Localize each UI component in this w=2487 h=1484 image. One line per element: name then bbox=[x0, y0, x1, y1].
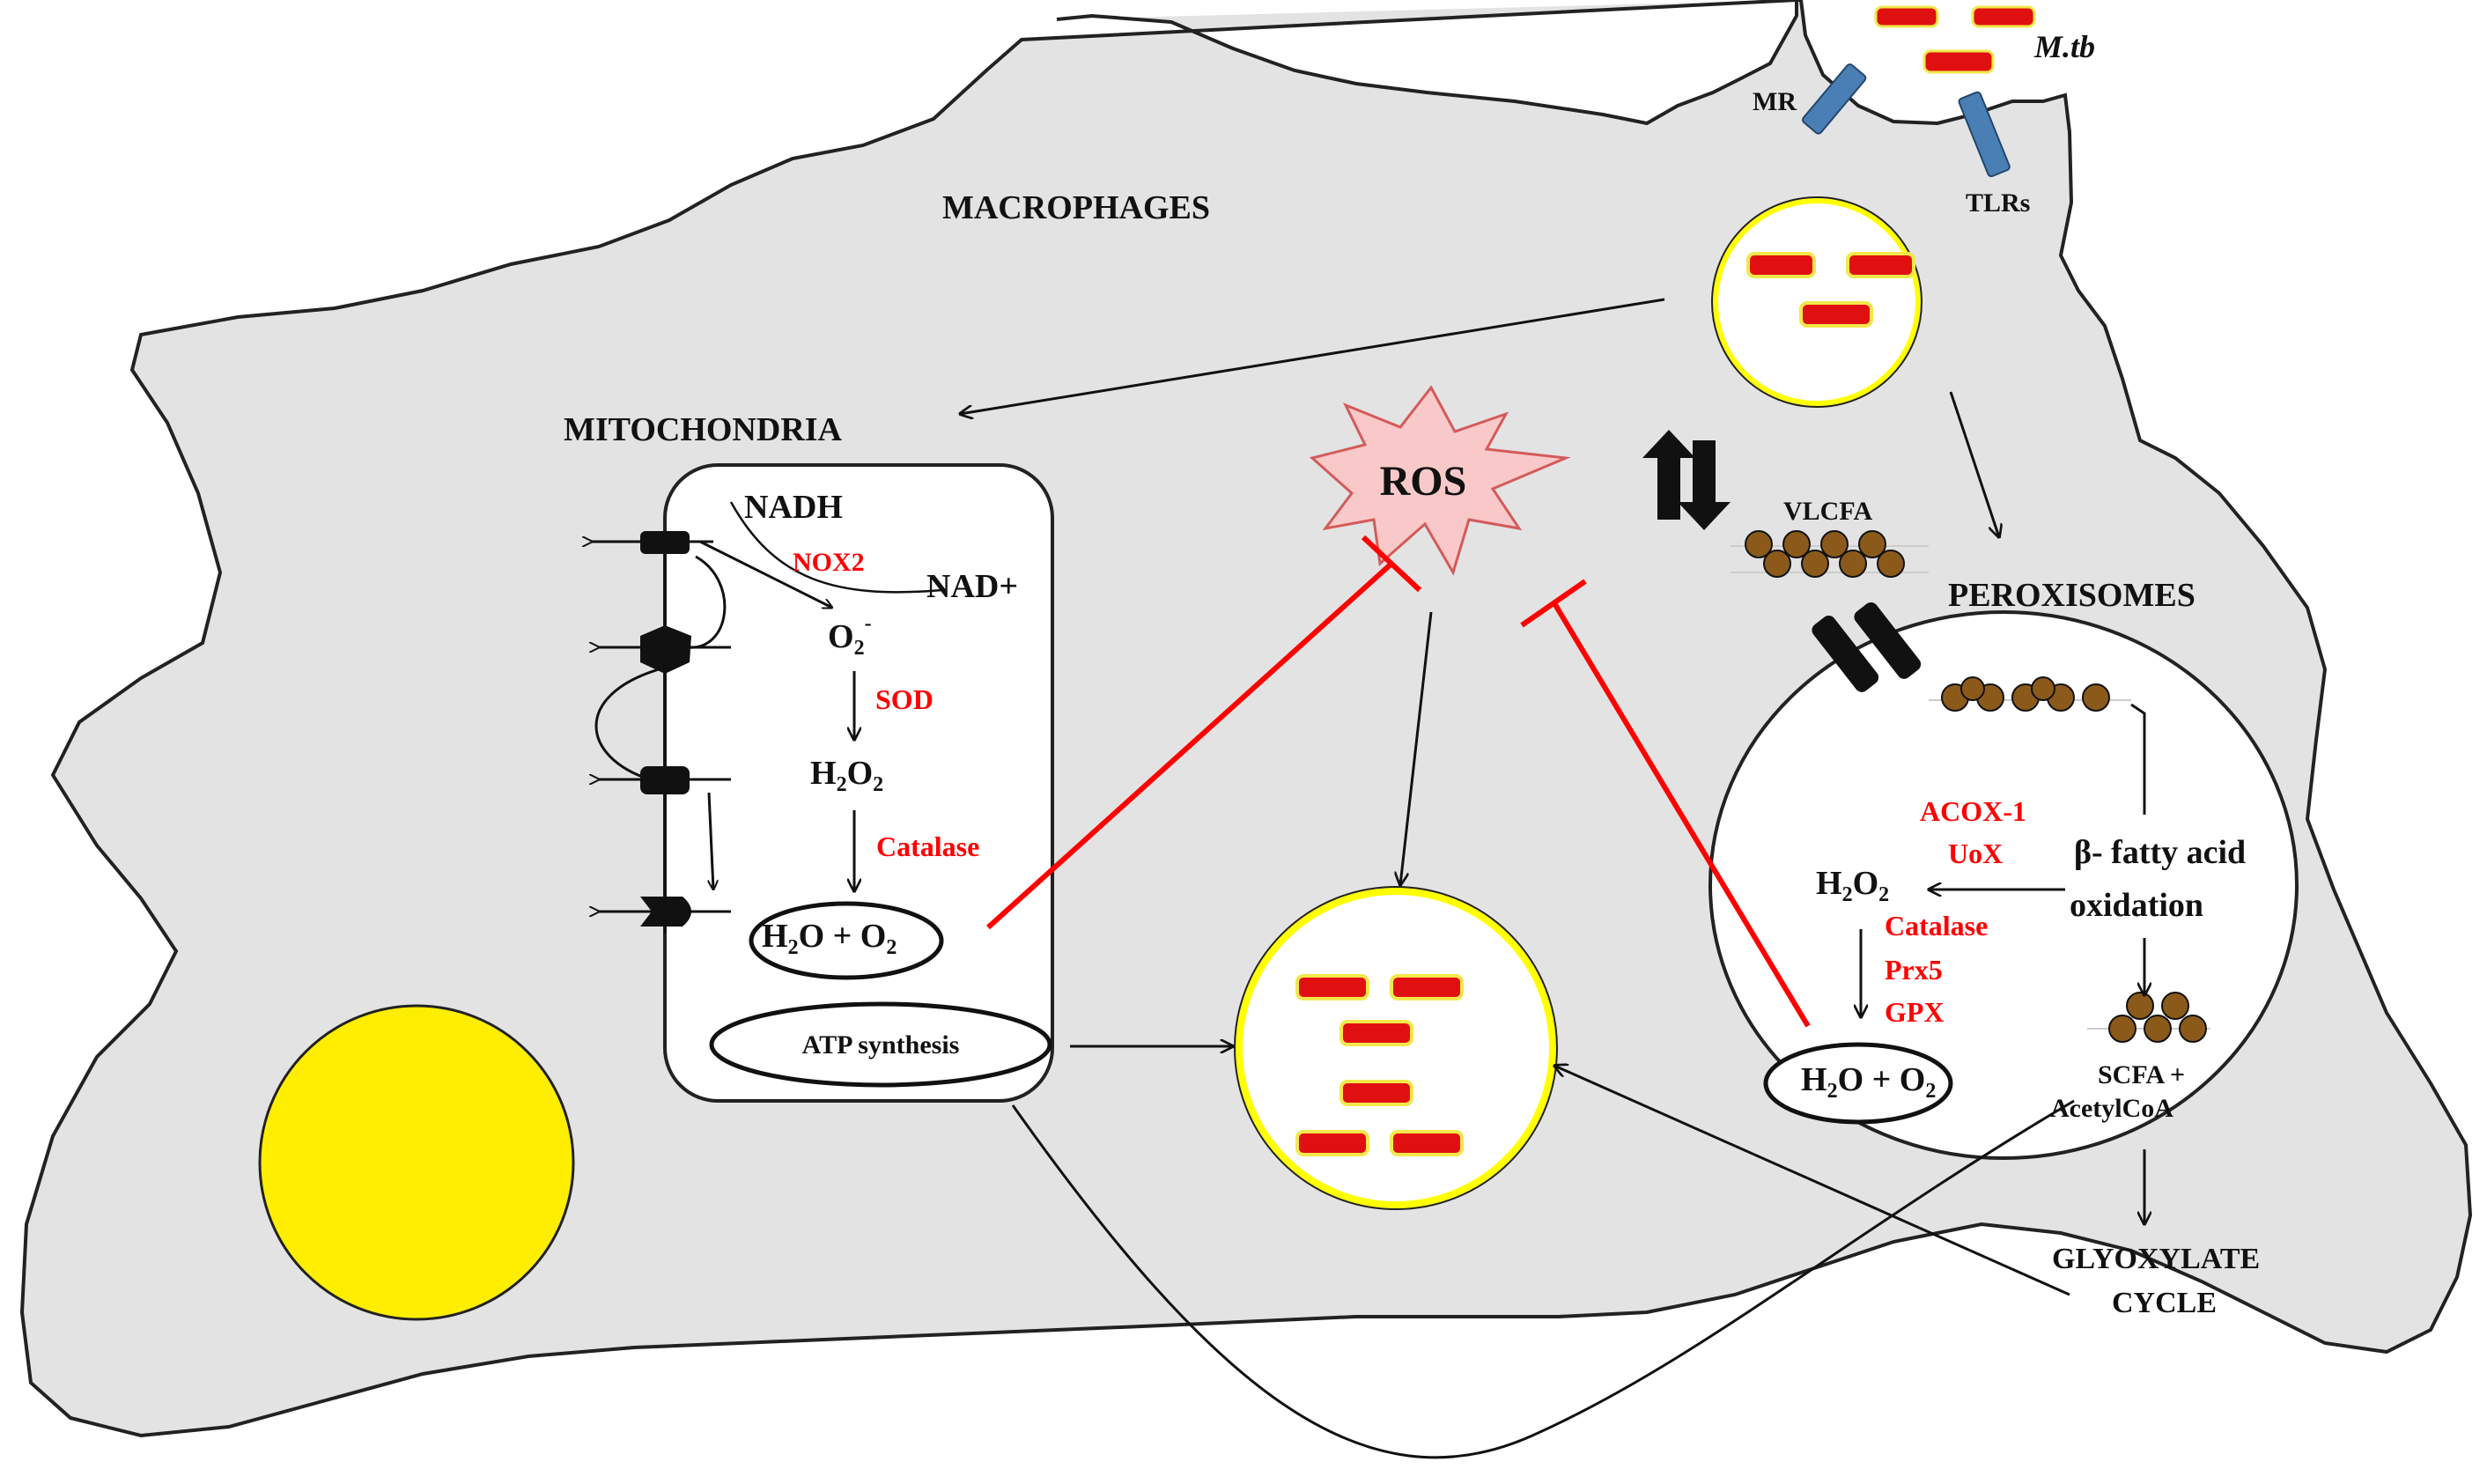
mito-catalase-label: Catalase bbox=[876, 831, 979, 862]
imported-lipids bbox=[1929, 676, 2131, 712]
vlcfa-lipids bbox=[1731, 530, 1929, 578]
ros-equilibrium-arrows bbox=[1642, 430, 1731, 530]
mito-h2o-ellipse bbox=[749, 901, 944, 980]
peroxisome-h2o-label: H2O + O2 bbox=[1801, 1061, 1936, 1103]
nadh-curve bbox=[729, 501, 943, 594]
prx5-label: Prx5 bbox=[1885, 954, 1943, 986]
uox-label: UoX bbox=[1948, 838, 2003, 869]
nucleus bbox=[258, 1004, 575, 1321]
peroxisome-h2o-ellipse bbox=[1763, 1042, 1953, 1125]
extracellular-bacteria bbox=[1874, 5, 2036, 74]
etc-complexes bbox=[640, 531, 691, 927]
mito-h2o2-label: H2O2 bbox=[810, 755, 883, 796]
mitochondria-label: MITOCHONDRIA bbox=[564, 411, 843, 448]
atp-synthesis-ellipse bbox=[709, 1001, 1052, 1088]
peroxisome-h2o2-label: H2O2 bbox=[1816, 865, 1889, 906]
sod-label: SOD bbox=[875, 683, 934, 715]
pathogen-label: M.tb bbox=[2033, 29, 2095, 64]
nadh-label: NADH bbox=[744, 489, 843, 526]
acox-label: ACOX-1 bbox=[1920, 795, 2026, 827]
nad-label: NAD+ bbox=[926, 568, 1018, 605]
pathway-arrows bbox=[960, 298, 2075, 1459]
acetylcoa-label: AcetylCoA bbox=[2050, 1094, 2173, 1123]
scfa-lipids bbox=[2087, 992, 2210, 1043]
atp-label: ATP synthesis bbox=[802, 1030, 960, 1059]
macrophages-label: MACROPHAGES bbox=[942, 189, 1210, 226]
ros-label: ROS bbox=[1380, 458, 1467, 505]
tlrs-label: TLRs bbox=[1966, 188, 2030, 218]
phagosome-upper bbox=[1711, 196, 1922, 408]
ros-star bbox=[1309, 385, 1571, 576]
phagosome-center bbox=[1234, 886, 1558, 1210]
superoxide-label: O2- bbox=[828, 612, 872, 660]
mr-label: MR bbox=[1753, 87, 1797, 116]
peroxisome-catalase-label: Catalase bbox=[1885, 910, 1988, 941]
glyoxylate-label-1: GLYOXYLATE bbox=[2052, 1243, 2260, 1275]
beta-oxidation-line1: β- fatty acid bbox=[2074, 834, 2246, 871]
gpx-label: GPX bbox=[1885, 996, 1945, 1028]
tlr-receptor bbox=[1958, 91, 2011, 178]
peroxisome-arrows bbox=[1861, 703, 2144, 1224]
peroxisome-transporter bbox=[1812, 602, 1922, 692]
vlcfa-label: VLCFA bbox=[1783, 497, 1872, 526]
beta-oxidation-line2: oxidation bbox=[2070, 887, 2203, 924]
mr-receptor bbox=[1802, 63, 1867, 135]
scfa-label: SCFA + bbox=[2098, 1060, 2185, 1089]
glyoxylate-label-2: CYCLE bbox=[2112, 1287, 2217, 1319]
nox2-label: NOX2 bbox=[793, 548, 865, 577]
inhibition-lines bbox=[985, 535, 1811, 1028]
peroxisomes-label: PEROXISOMES bbox=[1948, 577, 2195, 614]
mito-h2o-label: H2O + O2 bbox=[762, 918, 897, 959]
